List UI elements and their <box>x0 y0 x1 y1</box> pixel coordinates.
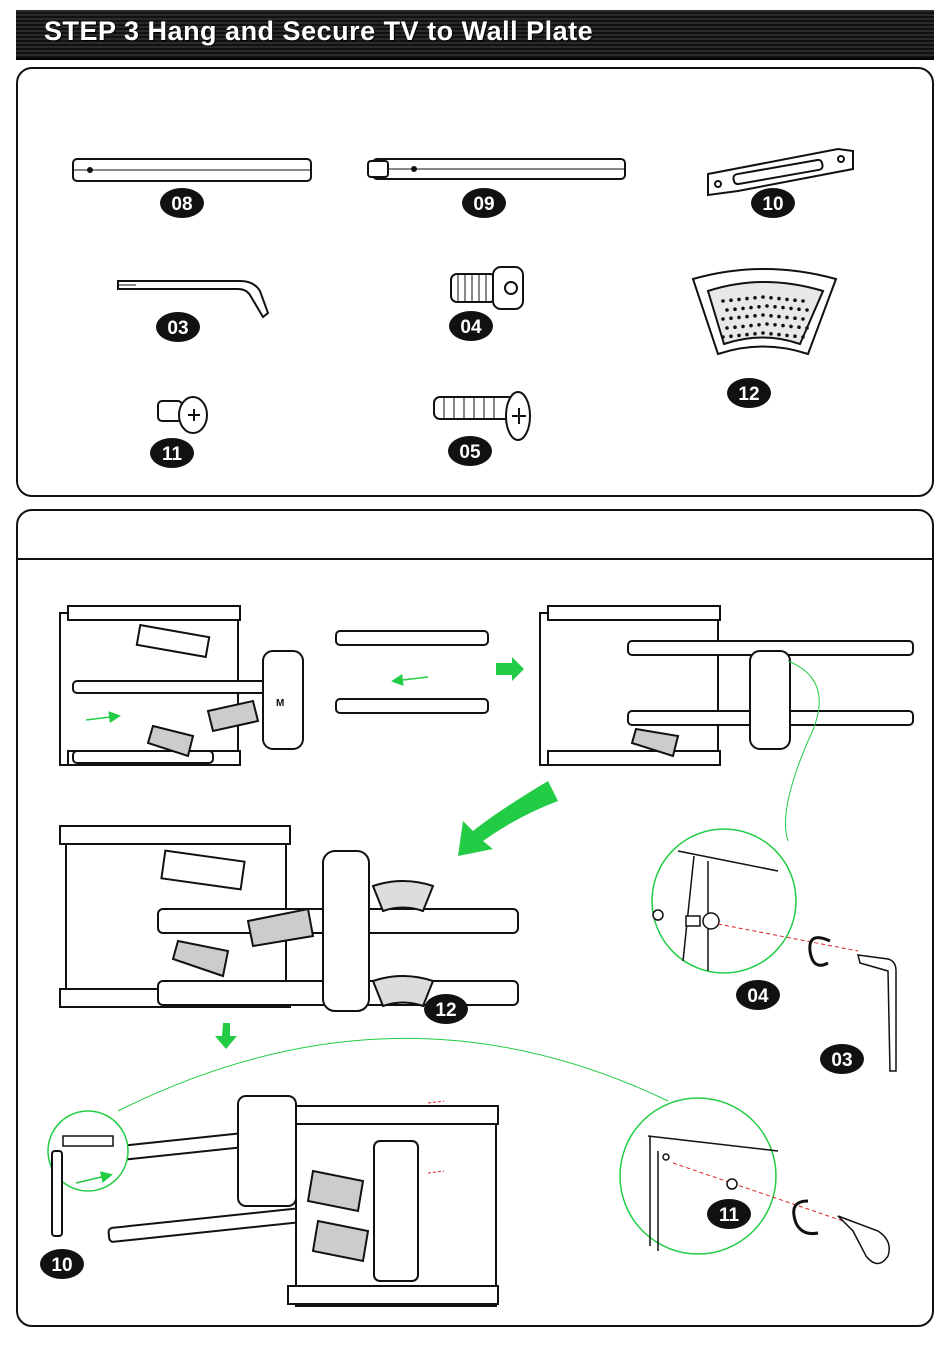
part-badge-03: 03 <box>156 312 200 342</box>
extension-bars <box>336 631 488 713</box>
svg-text:09: 09 <box>473 194 494 215</box>
callout-badge-03: 03 <box>820 1044 864 1074</box>
extension-bar-icon <box>368 159 625 179</box>
svg-text:11: 11 <box>719 1205 740 1226</box>
assembly-illustration: M <box>18 511 932 1325</box>
part-badge-08: 08 <box>160 188 204 218</box>
svg-text:04: 04 <box>460 317 482 338</box>
screw-icon <box>434 392 530 440</box>
insert-arrow <box>394 677 428 681</box>
extension-bar-icon <box>73 159 311 181</box>
part-badge-10: 10 <box>751 188 795 218</box>
zoom-detail-bolt <box>652 829 896 1071</box>
cover-plate-icon <box>693 269 836 354</box>
svg-text:M: M <box>276 698 284 709</box>
svg-text:04: 04 <box>747 986 769 1007</box>
bolt-icon <box>451 267 523 309</box>
screw-icon <box>158 397 207 433</box>
hex-key-icon <box>118 281 268 317</box>
callout-badge-11: 11 <box>707 1199 751 1229</box>
svg-text:05: 05 <box>459 442 481 463</box>
safety-bracket-icon <box>52 1151 62 1236</box>
part-badge-04: 04 <box>449 311 493 341</box>
part-badge-09: 09 <box>462 188 506 218</box>
safety-bracket-icon <box>708 149 853 195</box>
part-badge-11: 11 <box>150 438 194 468</box>
parts-panel: 08 09 10 03 04 12 11 05 <box>16 67 934 497</box>
flow-arrow <box>458 781 558 856</box>
svg-text:11: 11 <box>162 444 183 465</box>
next-step-arrow <box>496 657 524 681</box>
callout-badge-04: 04 <box>736 980 780 1010</box>
callout-badge-12: 12 <box>424 994 468 1024</box>
mount-figure-3 <box>60 826 518 1011</box>
svg-text:10: 10 <box>51 1255 72 1276</box>
step-header: STEP 3 Hang and Secure TV to Wall Plate <box>16 10 934 60</box>
svg-text:12: 12 <box>738 384 759 405</box>
svg-text:03: 03 <box>167 318 188 339</box>
part-badge-05: 05 <box>448 436 492 466</box>
part-badge-12: 12 <box>727 378 771 408</box>
step-title: STEP 3 Hang and Secure TV to Wall Plate <box>44 16 593 47</box>
svg-text:12: 12 <box>435 1000 456 1021</box>
svg-text:08: 08 <box>171 194 192 215</box>
down-arrow <box>215 1023 237 1049</box>
parts-illustration: 08 09 10 03 04 12 11 05 <box>18 69 932 495</box>
svg-text:03: 03 <box>831 1050 852 1071</box>
mount-figure-2 <box>540 606 913 765</box>
zoom-leader <box>118 1038 668 1111</box>
callout-badge-10: 10 <box>40 1249 84 1279</box>
zoom-detail-screw <box>620 1098 889 1264</box>
svg-text:10: 10 <box>762 194 783 215</box>
assembly-panel: M <box>16 509 934 1327</box>
mount-figure-1: M <box>60 606 303 765</box>
mount-figure-4 <box>98 1096 498 1306</box>
